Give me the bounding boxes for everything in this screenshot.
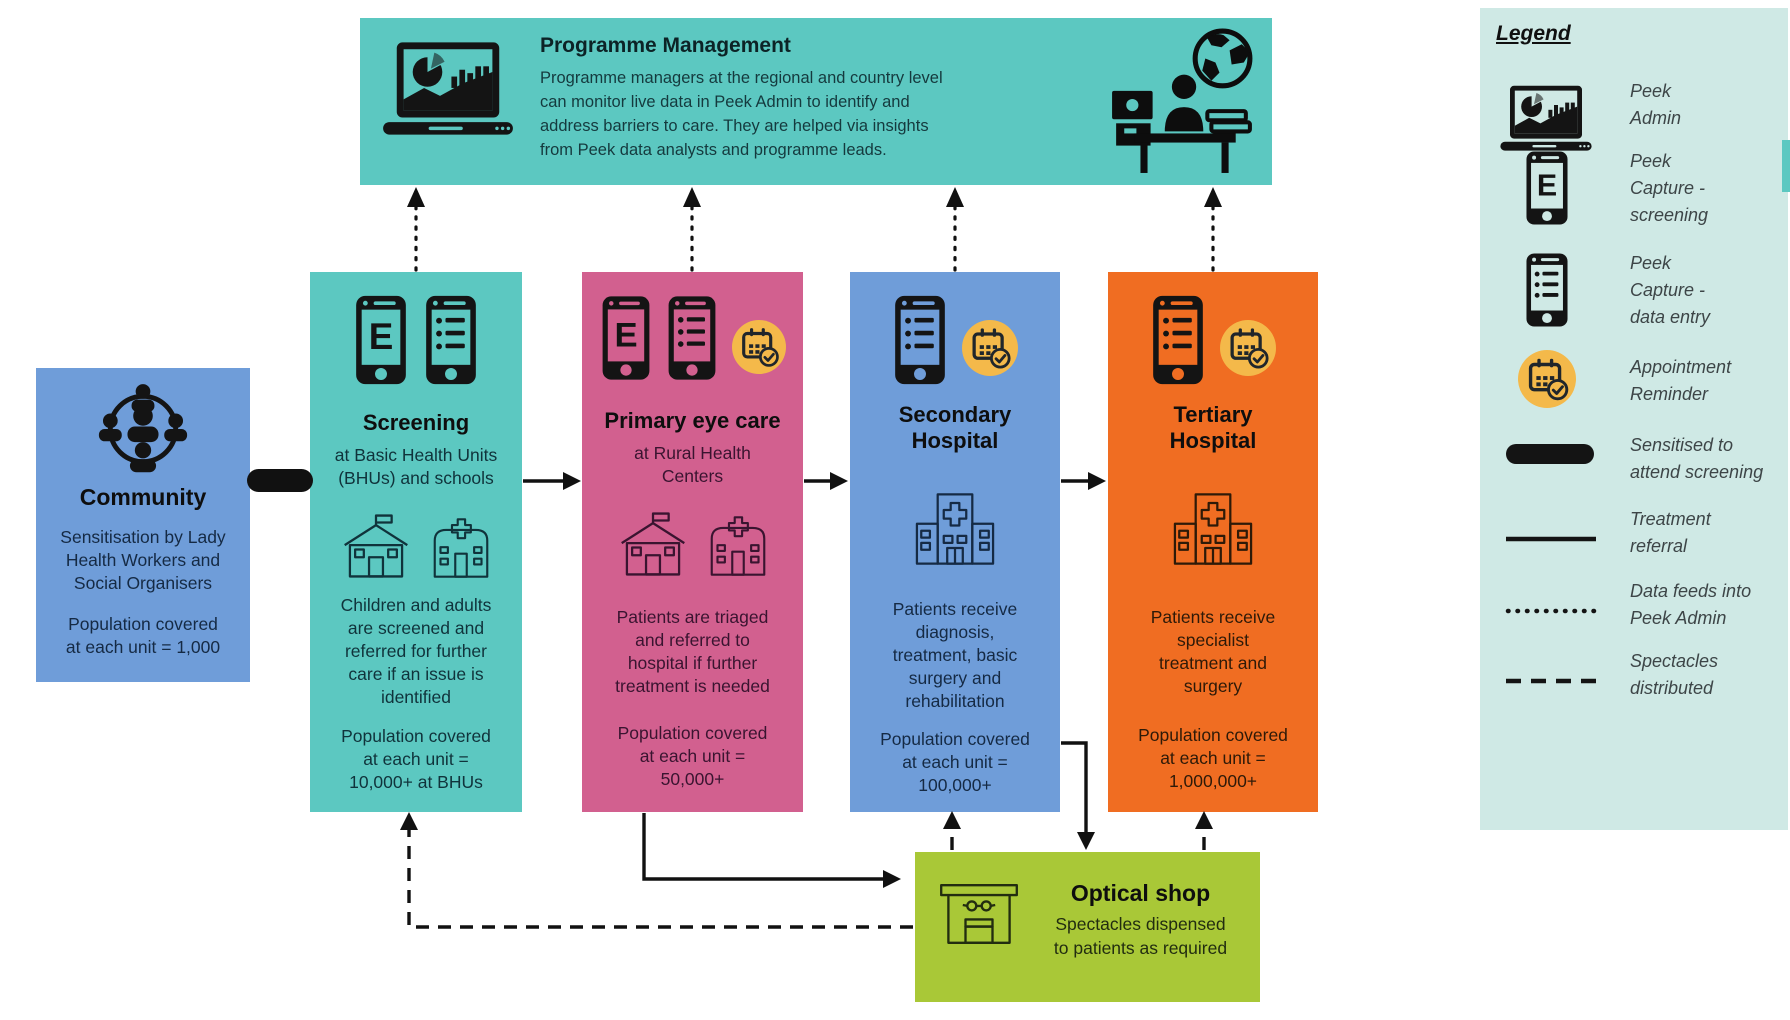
referral-arrow-primary-optical [642,813,884,881]
appointment-reminder-icon [1220,320,1276,376]
spectacles-arrow-optical-screening [407,828,913,929]
school-building-icon [613,510,693,578]
spectacles-line-sample [1506,678,1598,684]
sensitised-line-sample [1506,444,1594,464]
right-edge-teal-strip [1782,140,1790,192]
community-people-icon [94,380,192,478]
sensitised-connector [247,469,313,492]
clinic-building-icon [703,514,773,578]
legend-title: Legend [1496,22,1571,45]
peek-admin-laptop-icon [374,40,522,145]
peek-capture-data-entry-phone-icon [423,294,479,386]
appointment-reminder-icon [1518,350,1576,408]
peek-capture-data-entry-phone-icon [892,294,948,386]
peek-capture-screening-phone-icon [353,294,409,386]
appointment-reminder-icon [962,320,1018,376]
clinic-building-icon [426,516,496,580]
referral-arrow-secondary-optical [1061,741,1088,833]
data-feed-line-sample [1505,608,1599,614]
community-title: Community [79,484,207,510]
primary-eye-care-title: Primary eye care [604,408,781,433]
school-building-icon [336,512,416,580]
peek-admin-icon [1494,84,1598,158]
optical-shop-storefront-icon [937,878,1021,950]
hospital-building-icon [1168,486,1258,572]
peek-capture-data-entry-icon [1524,252,1570,328]
appointment-reminder-icon [732,320,786,374]
peek-capture-screening-icon [1524,150,1570,226]
peek-capture-screening-phone-icon [600,294,652,382]
peek-capture-data-entry-phone-icon [1150,294,1206,386]
peek-capture-data-entry-phone-icon [666,294,718,382]
screening-subtitle: at Basic Health Units(BHUs) and schools [334,445,498,488]
programme-management-title: Programme Management [540,34,791,57]
programme-management-body: Programme managers at the regional and c… [540,69,943,159]
hospital-building-icon [910,486,1000,572]
screening-box: Screening at Basic Health Units(BHUs) an… [310,272,522,812]
screening-title: Screening [362,410,470,435]
analyst-at-desk-globe-icon [1106,24,1258,176]
programme-management-box: Programme Management Programme managers … [360,18,1272,185]
optical-shop-title: Optical shop [1070,880,1211,906]
treatment-referral-line-sample [1506,536,1596,542]
